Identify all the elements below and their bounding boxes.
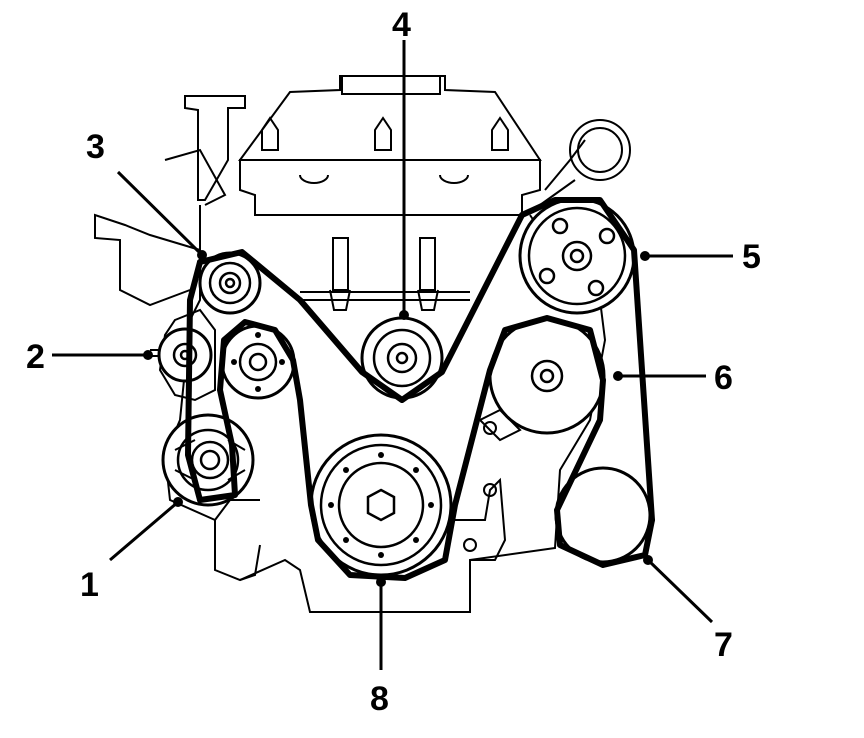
callout-label-7: 7 xyxy=(714,626,733,664)
callout-labels: 1 2 3 4 5 6 7 8 xyxy=(26,6,761,718)
callout-label-8: 8 xyxy=(370,680,389,718)
callout-dots xyxy=(143,250,653,587)
pulley-right-middle xyxy=(488,317,606,435)
pulley-idler-upper xyxy=(198,251,262,315)
pulley-tensioner-lower xyxy=(161,413,255,507)
callout-label-3: 3 xyxy=(86,128,105,166)
drive-belt-short xyxy=(185,259,238,503)
callout-label-4: 4 xyxy=(392,6,411,44)
pulley-idler-center xyxy=(360,316,444,400)
callout-label-2: 2 xyxy=(26,338,45,376)
pulley-crankshaft xyxy=(309,433,453,577)
drive-belt-main xyxy=(197,197,655,581)
pulley-idler-middle xyxy=(220,324,296,400)
pulley-auxiliary-left xyxy=(157,327,213,383)
callout-label-1: 1 xyxy=(80,566,99,604)
callout-label-5: 5 xyxy=(742,238,761,276)
callout-label-6: 6 xyxy=(714,359,733,397)
pulley-upper-right xyxy=(518,197,636,315)
callout-leaders xyxy=(52,40,733,670)
